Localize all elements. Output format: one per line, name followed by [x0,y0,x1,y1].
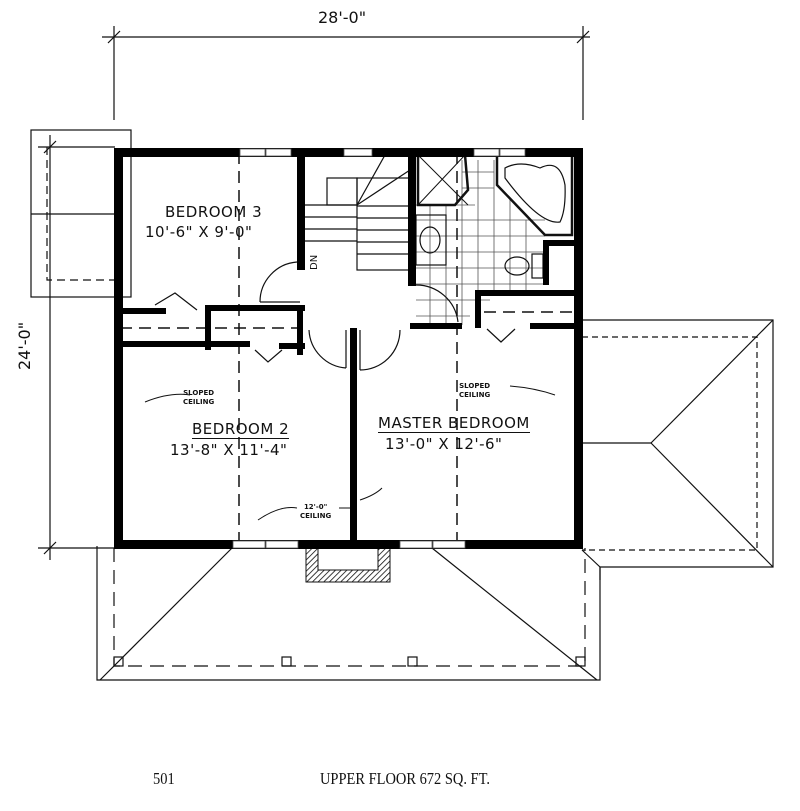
plan-title: UPPER FLOOR 672 SQ. FT. [320,769,490,788]
staircase [305,154,414,271]
right-roof [581,319,774,580]
bedroom-3-size: 10'-6" X 9'-0" [145,223,253,241]
toilet [504,253,544,279]
master-bedroom-size: 13'-0" X 12'-6" [385,435,503,453]
door-swings [154,261,516,371]
bedroom-2-ceiling-height-note: 12'-0" CEILING [300,503,332,520]
interior-walls [120,148,575,548]
sink [415,214,447,266]
plan-number: 501 [153,769,175,788]
bedroom-2-sloped-ceiling-note: SLOPED CEILING [183,389,215,406]
bathtub [495,153,574,237]
depth-dimension-line [38,135,115,560]
master-sloped-ceiling-note: SLOPED CEILING [459,382,491,399]
left-roof-stub [30,129,132,298]
ceiling-break-lines [120,152,577,545]
depth-dimension-label: 24'-0" [15,321,34,370]
stair-down-label: DN [309,254,320,270]
chimney [305,547,391,583]
master-bedroom-name: MASTER BEDROOM [378,414,530,433]
bedroom-2-name: BEDROOM 2 [192,420,290,439]
width-dimension-label: 28'-0" [318,8,367,27]
bedroom-2-size: 13'-8" X 11'-4" [170,441,288,459]
width-dimension-line [102,26,590,120]
ceiling-arrows [144,385,556,521]
shower [416,153,470,207]
windows [232,148,526,549]
bedroom-3-name: BEDROOM 3 [165,203,263,221]
porch-roof [96,546,601,681]
